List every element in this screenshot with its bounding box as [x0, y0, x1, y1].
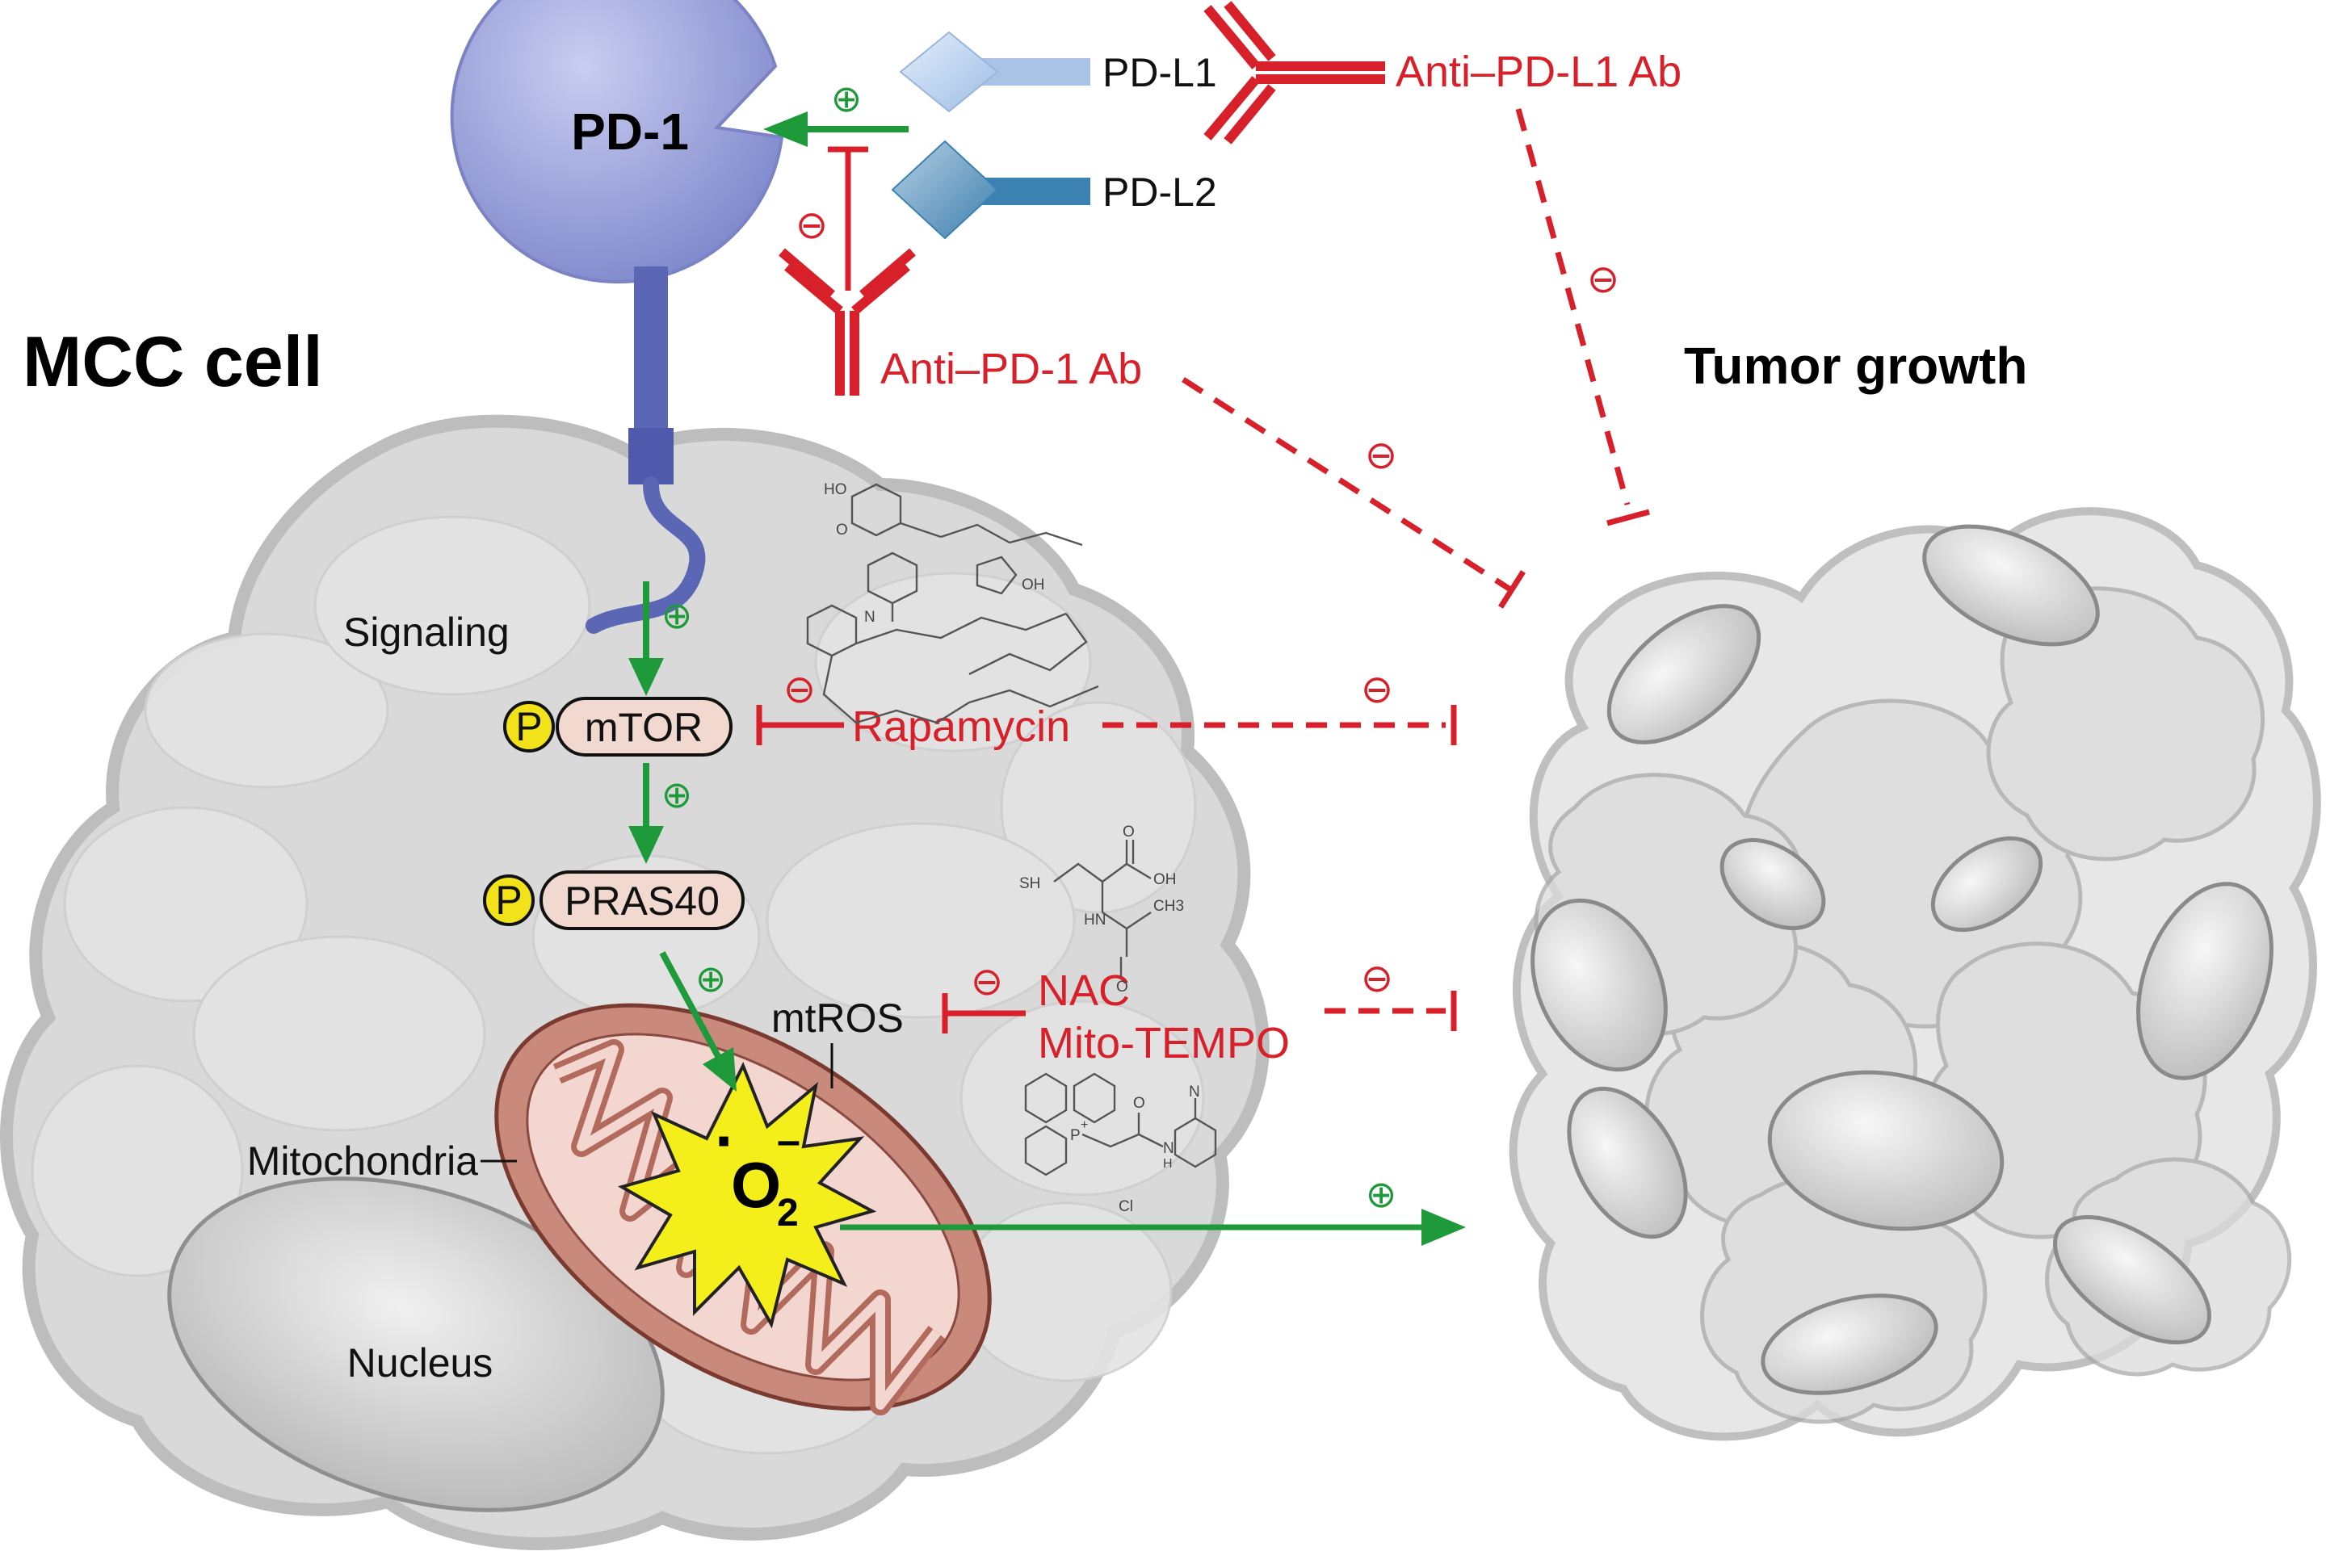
mtros-label: mtROS — [771, 996, 904, 1041]
anti-pdl1-tumor-minus-sign: ⊖ — [1587, 258, 1619, 301]
mtor-phospho-label: P — [515, 704, 542, 749]
nac-o-atom: O — [1123, 824, 1135, 841]
pras40-label: PRAS40 — [565, 878, 720, 924]
anti-pd1-label: Anti–PD-1 Ab — [880, 345, 1142, 393]
rapamycin-label: Rapamycin — [852, 702, 1070, 751]
anti-pd1-antibody — [779, 248, 916, 396]
rapamycin-structure — [806, 483, 1099, 724]
pdl-pd1-plus-sign: ⊕ — [831, 78, 863, 119]
mito-tempo-n-atom: N — [1189, 1084, 1200, 1101]
anti-pdl1-label: Anti–PD-L1 Ab — [1396, 48, 1682, 96]
superoxide-symbol: O — [731, 1149, 781, 1221]
signaling-mtor-plus-sign: ⊕ — [661, 594, 693, 636]
rapamycin-oh-atom: OH — [1022, 576, 1045, 593]
anti-pdl1-tumor-inhibition — [1515, 108, 1650, 526]
pdl-to-pd1-activation-arrow — [763, 111, 909, 147]
nac-oh-atom: OH — [1153, 871, 1177, 888]
mito-tempo-p-charge: + — [1081, 1118, 1088, 1132]
superoxide-to-tumor-arrow — [840, 1209, 1466, 1246]
superoxide-subscript: 2 — [777, 1192, 799, 1235]
rapamycin-mtor-inhibition — [756, 705, 844, 745]
mito-tempo-o-atom: O — [1133, 1095, 1145, 1112]
superoxide-superscript: – — [777, 1117, 800, 1164]
mito-tempo-structure — [1024, 1072, 1217, 1176]
anti-pd1-block-minus-sign: ⊖ — [796, 204, 828, 247]
antioxidant-mtros-minus-sign: ⊖ — [971, 961, 1003, 1004]
pras40-to-superoxide-arrow — [659, 951, 737, 1092]
rapamycin-n-atom: N — [864, 609, 875, 626]
nac-sh-atom: SH — [1019, 875, 1040, 892]
signaling-label: Signaling — [343, 610, 510, 655]
mitochondria-label: Mitochondria — [247, 1138, 478, 1184]
mito-tempo-nh-atom: N — [1163, 1140, 1174, 1157]
phospho-mtor-node — [503, 697, 733, 757]
anti-pdl1-antibody — [1203, 1, 1385, 145]
pd1-receptor — [450, 0, 784, 634]
rapamycin-o-atom: O — [836, 522, 848, 539]
nac-o2-atom: O — [1116, 979, 1128, 996]
superoxide-dot: · — [715, 1105, 737, 1176]
tumor-cluster — [1509, 507, 2321, 1441]
phospho-pras40-node — [483, 870, 745, 930]
mtor-pras40-plus-sign: ⊕ — [661, 774, 693, 815]
antioxidant-tumor-inhibition — [1325, 991, 1457, 1031]
nucleus-label: Nucleus — [347, 1340, 493, 1386]
antioxidant-mtros-inhibition — [942, 993, 1026, 1033]
tumor-growth-title: Tumor growth — [1684, 337, 2027, 395]
ros-tumor-plus-sign: ⊕ — [1366, 1173, 1397, 1215]
rapamycin-tumor-inhibition — [1102, 705, 1457, 745]
rapamycin-mtor-minus-sign: ⊖ — [783, 669, 816, 711]
mcc-cell-title: MCC cell — [23, 321, 323, 401]
rapamycin-tumor-minus-sign: ⊖ — [1361, 669, 1393, 711]
mito-tempo-cl-atom: Cl — [1119, 1198, 1133, 1215]
mito-tempo-h-atom: H — [1163, 1157, 1173, 1171]
pras40-ros-plus-sign: ⊕ — [695, 958, 727, 1000]
mito-tempo-p-atom: P — [1070, 1127, 1081, 1144]
mtor-to-pras40-arrow — [628, 763, 664, 864]
antioxidant-tumor-minus-sign: ⊖ — [1361, 958, 1393, 1000]
pdl2-ligand — [891, 140, 1090, 240]
superoxide-star — [617, 1062, 877, 1329]
nac-ch3-atom: CH3 — [1153, 898, 1184, 915]
anti-pd1-tumor-minus-sign: ⊖ — [1365, 434, 1397, 477]
rapamycin-ho-atom: HO — [824, 481, 847, 498]
mtor-label: mTOR — [585, 705, 703, 750]
pdl2-label: PD-L2 — [1102, 170, 1217, 215]
pdl1-ligand — [899, 31, 1090, 113]
nucleus — [167, 1176, 665, 1512]
nac-structure — [1053, 840, 1152, 977]
anti-pd1-block-inhibition — [828, 146, 868, 291]
pras40-phospho-label: P — [495, 878, 522, 923]
anti-pd1-tumor-inhibition — [1182, 377, 1526, 609]
nac-label: NAC — [1038, 966, 1130, 1015]
pd1-label: PD-1 — [571, 103, 689, 161]
nac-nh-atom: HN — [1084, 912, 1106, 929]
signaling-to-mtor-arrow — [628, 581, 664, 696]
mito-tempo-label: Mito-TEMPO — [1038, 1019, 1290, 1067]
pdl1-label: PD-L1 — [1102, 50, 1217, 95]
